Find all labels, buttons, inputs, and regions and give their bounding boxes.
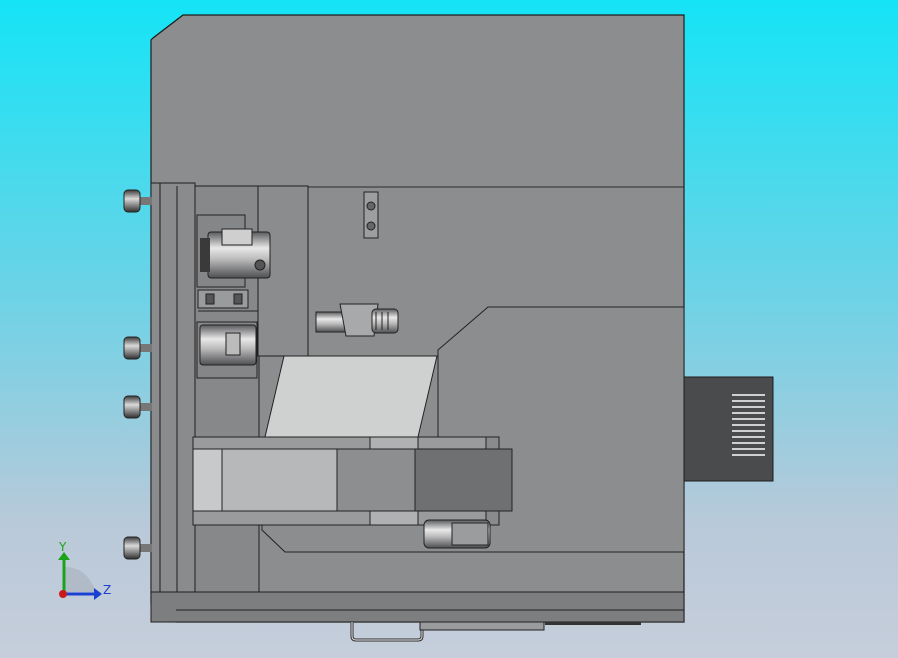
spindle-motor-upper [196,214,271,288]
spindle-motor-lower [196,321,258,379]
mounting-plate [363,191,379,239]
axis-triad: Y Z [58,540,111,600]
z-axis-label: Z [103,583,111,597]
bottom-handle[interactable] [350,621,545,642]
y-axis-label: Y [58,540,67,554]
servo-motor [423,519,491,549]
base-rail [150,591,685,625]
slide-carriage [192,436,513,526]
handle-knob-1[interactable] [123,189,152,213]
handle-knob-4[interactable] [123,536,152,560]
vent-grille [732,394,765,456]
tool-holder [315,303,399,337]
linear-guide [197,289,258,312]
handle-knob-3[interactable] [123,395,152,419]
electrical-cabinet [683,376,774,482]
handle-knob-2[interactable] [123,336,152,360]
